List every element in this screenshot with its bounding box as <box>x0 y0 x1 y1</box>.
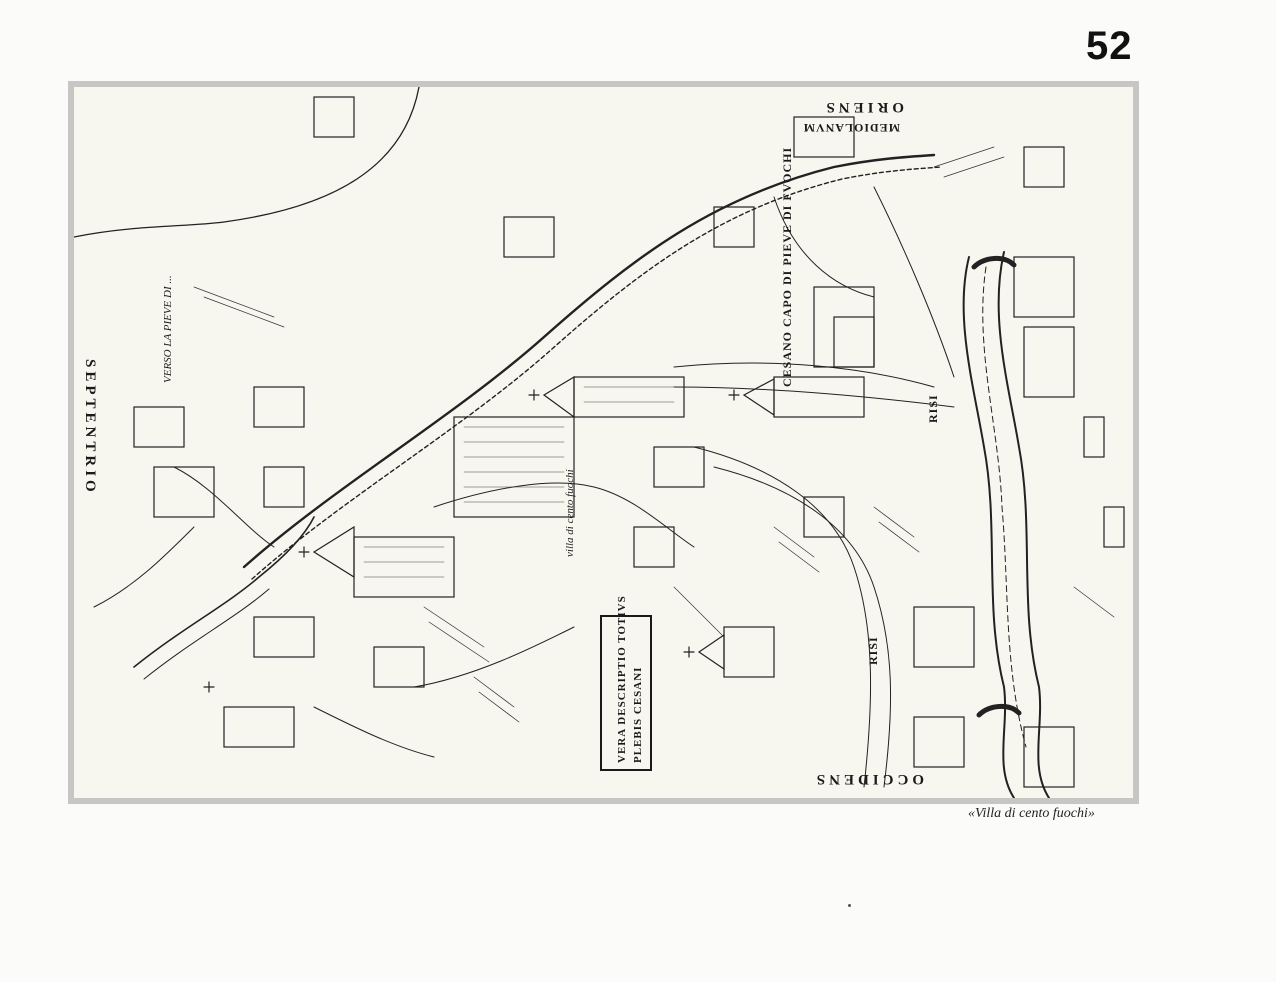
map-drawing <box>74 87 1125 798</box>
west-label: OCCIDENS <box>812 771 924 787</box>
bridge-top <box>971 256 1017 270</box>
river-right <box>962 256 1015 798</box>
road-arc <box>74 87 420 238</box>
map-caption: «Villa di cento fuochi» <box>968 806 1095 821</box>
canal-main <box>242 153 936 569</box>
historic-map[interactable]: SEPTENTRIO ORIENS OCCIDENS MEDIOLANVM CE… <box>74 87 1133 798</box>
page-number: 52 <box>1086 24 1133 68</box>
risi-label-1: RISI <box>926 394 940 423</box>
cartouche-line-2: PLEBIS CESANI <box>632 666 644 763</box>
north-label: SEPTENTRIO <box>82 359 98 496</box>
villa-cento-label: villa di cento fuochi <box>564 469 576 557</box>
buildings <box>133 96 1125 788</box>
speck <box>848 904 851 907</box>
cartouche-line-1: VERA DESCRIPTIO TOTIVS <box>616 595 628 763</box>
verso-piave-label: VERSO LA PIEVE DI ... <box>162 275 174 383</box>
map-cartouche: VERA DESCRIPTIO TOTIVS PLEBIS CESANI <box>600 595 652 771</box>
east-label: ORIENS <box>822 99 904 115</box>
map-frame: SEPTENTRIO ORIENS OCCIDENS MEDIOLANVM CE… <box>68 81 1139 804</box>
risi-label-2: RISI <box>866 636 880 665</box>
river-left <box>133 516 315 668</box>
cesano-label: CESANO CAPO DI PIEVE DI FVOCHI <box>780 146 794 387</box>
mediolanum-label: MEDIOLANVM <box>802 121 900 135</box>
canal-inner <box>251 166 943 580</box>
bridge-bottom <box>976 704 1022 718</box>
